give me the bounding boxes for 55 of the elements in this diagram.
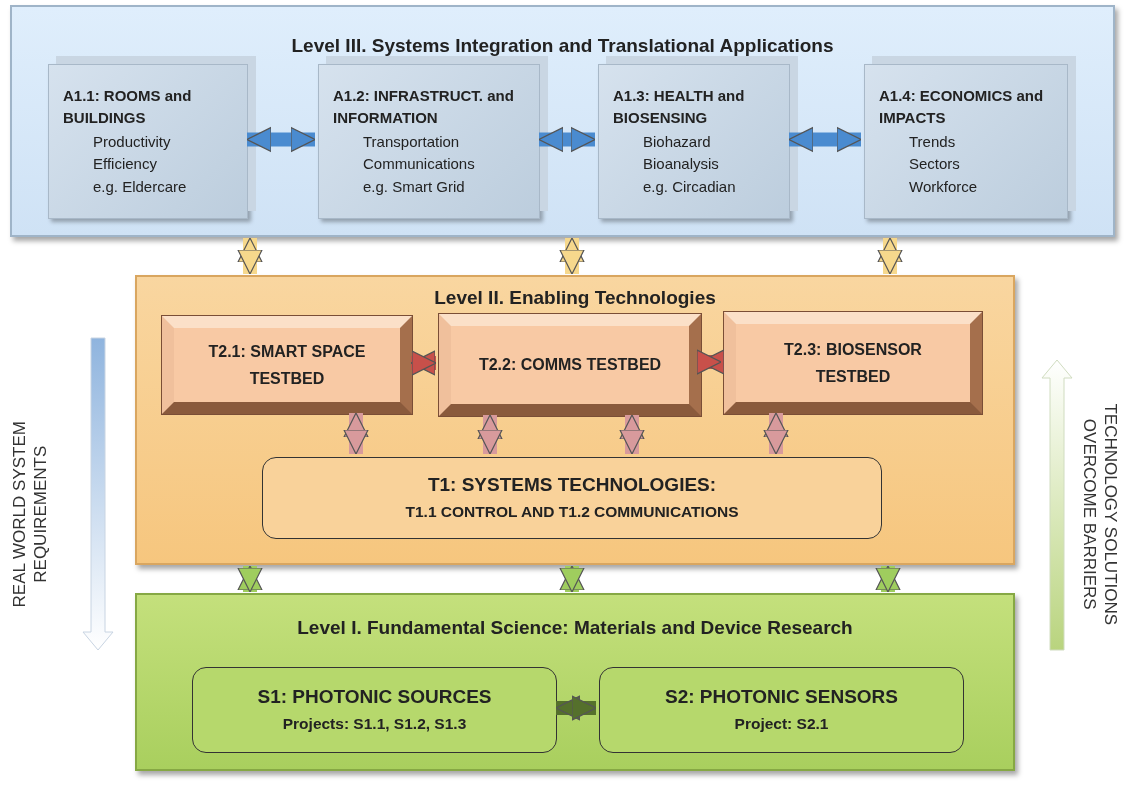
double-arrow (875, 565, 901, 593)
block-item: Biohazard (643, 131, 712, 152)
double-arrow (246, 126, 316, 153)
block-heading: T2.2: COMMS TESTBED (477, 355, 663, 376)
box-subtitle: Projects: S1.1, S1.2, S1.3 (282, 715, 467, 734)
block-item: e.g. Eldercare (93, 177, 188, 197)
rounded-box (262, 457, 882, 539)
box-heading: T1: SYSTEMS TECHNOLOGIES: (427, 474, 717, 498)
double-arrow (763, 412, 789, 455)
panel-title: Level II. Enabling Technologies (433, 287, 717, 310)
block-item: Efficiency (93, 154, 158, 175)
double-arrow (555, 695, 597, 721)
block-heading: A1.1: ROOMS and BUILDINGS (63, 86, 193, 128)
axis-caption: TECHNOLOGY SOLUTIONS OVERCOME BARRIERS (1079, 402, 1122, 628)
double-arrow (343, 412, 369, 455)
double-arrow (877, 237, 903, 275)
block-heading: T2.3: BIOSENSOR TESTBED (783, 339, 923, 387)
double-arrow (559, 237, 585, 275)
level-panel (10, 5, 1115, 237)
rounded-box (599, 667, 964, 753)
block-item: Communications (363, 154, 476, 175)
box-heading: S1: PHOTONIC SOURCES (257, 686, 492, 710)
panel-title: Level III. Systems Integration and Translational Applications (290, 35, 835, 58)
double-arrow (696, 349, 725, 375)
axis-caption: REAL WORLD SYSTEM REQUIREMENTS (8, 420, 51, 610)
level-panel (135, 593, 1015, 771)
block-item: Sectors (909, 154, 961, 175)
double-arrow (477, 414, 503, 455)
double-arrow (559, 565, 585, 593)
double-arrow (237, 237, 263, 275)
panel-title: Level I. Fundamental Science: Materials and Device Research (296, 617, 854, 640)
block-item: Transportation (363, 131, 461, 152)
testbed-block (439, 314, 701, 416)
block-item: Productivity (93, 131, 172, 152)
testbed-block (724, 312, 982, 414)
block-heading: A1.4: ECONOMICS and IMPACTS (879, 86, 1045, 128)
block-item: e.g. Circadian (643, 177, 737, 197)
block-item: Workforce (909, 177, 979, 197)
rounded-box (192, 667, 557, 753)
block-heading: A1.2: INFRASTRUCT. and INFORMATION (333, 86, 515, 128)
double-arrow (619, 414, 645, 455)
block-item: e.g. Smart Grid (363, 177, 466, 197)
box-heading: S2: PHOTONIC SENSORS (665, 686, 898, 710)
block-item: Bioanalysis (643, 154, 720, 175)
double-arrow (410, 350, 437, 376)
double-arrow (788, 126, 862, 153)
testbed-block (162, 316, 412, 414)
block-heading: T2.1: SMART SPACE TESTBED (207, 341, 367, 389)
box-subtitle: Project: S2.1 (734, 715, 829, 734)
box-subtitle: T1.1 CONTROL AND T1.2 COMMUNICATIONS (405, 503, 739, 522)
double-arrow (538, 126, 596, 153)
double-arrow (237, 565, 263, 593)
level-panel (135, 275, 1015, 565)
block-heading: A1.3: HEALTH and BIOSENSING (613, 86, 746, 128)
block-item: Trends (909, 131, 957, 152)
